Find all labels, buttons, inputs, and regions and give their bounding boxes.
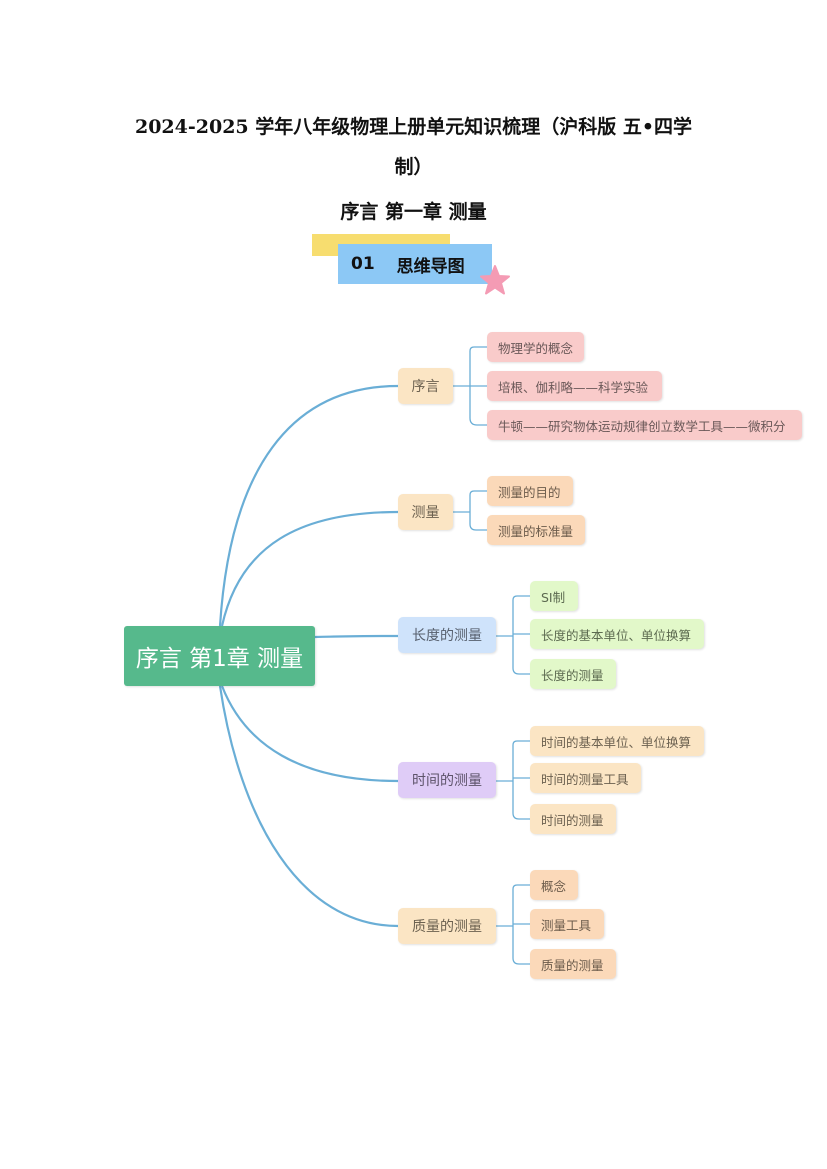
leaf-mass-tools: 测量工具 bbox=[530, 909, 604, 939]
connector-length bbox=[314, 634, 399, 639]
leaf-si-system: SI制 bbox=[530, 581, 578, 611]
document-title-continued: 制） bbox=[394, 156, 433, 178]
connector-preface bbox=[218, 384, 399, 627]
branch-preface: 序言 bbox=[398, 368, 453, 404]
section-number: 01 bbox=[351, 254, 375, 274]
leaf-time-tools: 时间的测量工具 bbox=[530, 763, 641, 793]
leaf-measurement-standard: 测量的标准量 bbox=[487, 515, 585, 545]
section-banner: 01 思维导图 bbox=[338, 244, 492, 284]
leaf-measurement-purpose: 测量的目的 bbox=[487, 476, 573, 506]
branch-length: 长度的测量 bbox=[398, 617, 496, 653]
leaf-newton: 牛顿——研究物体运动规律创立数学工具——微积分 bbox=[487, 410, 802, 440]
star-icon bbox=[480, 265, 510, 295]
connector-mass bbox=[218, 685, 399, 928]
leaf-length-units: 长度的基本单位、单位换算 bbox=[530, 619, 704, 649]
connector-time bbox=[220, 685, 399, 783]
leaf-bacon-galileo: 培根、伽利略——科学实验 bbox=[487, 371, 662, 401]
connector-measurement bbox=[220, 510, 399, 627]
branch-measurement: 测量 bbox=[398, 494, 453, 530]
branch-mass: 质量的测量 bbox=[398, 908, 496, 944]
branch-time: 时间的测量 bbox=[398, 762, 496, 798]
section-label: 思维导图 bbox=[396, 256, 465, 277]
leaf-physics-concept: 物理学的概念 bbox=[487, 332, 584, 362]
leaf-length-measuring: 长度的测量 bbox=[530, 659, 616, 689]
leaf-time-measuring: 时间的测量 bbox=[530, 804, 616, 834]
leaf-mass-concept: 概念 bbox=[530, 870, 578, 900]
document-title: 2024-2025 学年八年级物理上册单元知识梳理（沪科版 五•四学 bbox=[134, 116, 693, 138]
leaf-time-units: 时间的基本单位、单位换算 bbox=[530, 726, 704, 756]
leaf-mass-measuring: 质量的测量 bbox=[530, 949, 616, 979]
mindmap-root: 序言 第1章 测量 bbox=[124, 626, 315, 686]
document-subtitle: 序言 第一章 测量 bbox=[340, 201, 487, 223]
